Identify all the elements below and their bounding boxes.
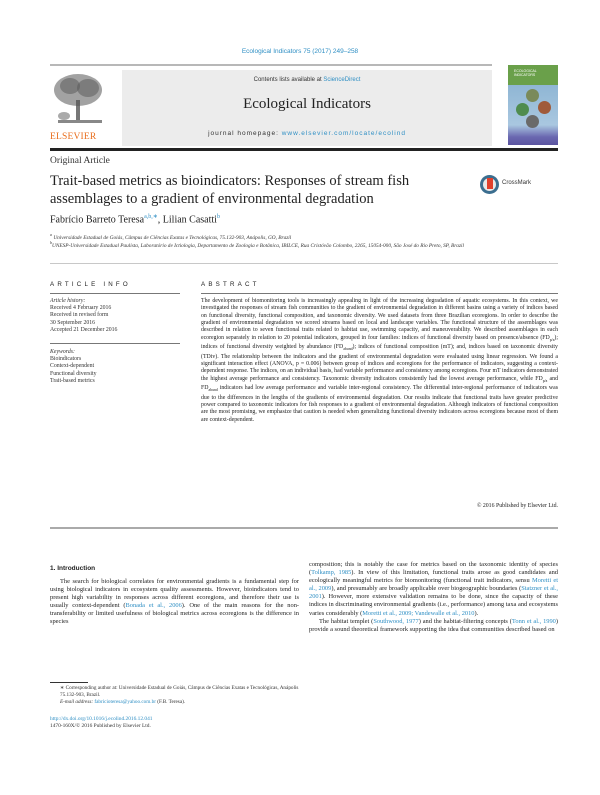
affiliation: bUNESP-Universidade Estadual Paulista, L… — [50, 239, 490, 250]
crossmark-icon — [480, 175, 499, 194]
homepage-link[interactable]: www.elsevier.com/locate/ecolind — [281, 130, 406, 137]
author-name: Lilian Casatti — [162, 214, 217, 226]
corresponding-author-note: ∗ Corresponding author at: Universidade … — [60, 685, 299, 698]
elsevier-tree-icon — [52, 72, 104, 126]
journal-title: Ecological Indicators — [243, 96, 371, 112]
history-item: Accepted 21 December 2016 — [50, 326, 118, 333]
author-affiliation-marks[interactable]: a,b,∗ — [144, 214, 158, 220]
contents-prefix: Contents lists available at — [253, 77, 324, 83]
abstract-text: The development of biomonitoring tools i… — [201, 298, 558, 423]
doi-block: http://dx.doi.org/10.1016/j.ecolind.2016… — [50, 716, 152, 730]
contents-line: Contents lists available at ScienceDirec… — [122, 77, 492, 83]
history-item: 30 September 2016 — [50, 319, 96, 326]
keywords-label: Keywords: — [50, 349, 75, 355]
keyword: Trait-based metrics — [50, 377, 95, 384]
right-column: composition; this is notably the case fo… — [309, 561, 558, 634]
article-title: Trait-based metrics as bioindicators: Re… — [50, 173, 410, 207]
reference-link[interactable]: Statzner et al., 2001 — [309, 585, 558, 601]
article-info-heading: ARTICLE INFO — [50, 281, 131, 288]
keyword: Functional diversity — [50, 370, 97, 377]
paragraph: The search for biological correlates for… — [50, 578, 300, 626]
affiliation-text: UNESP-Universidade Estadual Paulista, La… — [52, 242, 464, 249]
article-history: Article history: Received 4 February 201… — [50, 298, 190, 334]
history-label: Article history: — [50, 298, 86, 304]
footnote: ∗ Corresponding author at: Universidade … — [50, 685, 300, 705]
reference-link[interactable]: Moretti et al., 2009 — [309, 577, 558, 593]
journal-cover-image: ECOLOGICAL INDICATORS — [508, 65, 558, 145]
elsevier-wordmark: ELSEVIER — [50, 132, 97, 142]
abstract-heading: ABSTRACT — [201, 281, 260, 288]
crossmark-button[interactable]: CrossMark — [480, 175, 550, 197]
affiliation-mark: b — [50, 240, 52, 245]
section-divider — [50, 263, 558, 264]
reference-link[interactable]: Southwood, 1977 — [373, 617, 419, 625]
affiliation-text: Universidade Estadual de Goiás, Câmpus d… — [53, 234, 292, 241]
reference-link[interactable]: Tonn et al., 1990 — [511, 617, 556, 625]
cover-photo — [526, 89, 539, 102]
cover-photo — [516, 103, 529, 116]
history-item: Received in revised form — [50, 312, 109, 319]
author-separator: , — [157, 214, 163, 226]
abstract-bottom-divider — [50, 527, 558, 529]
elsevier-logo: ELSEVIER — [50, 72, 106, 144]
abstract-rule — [201, 293, 558, 294]
journal-banner: Contents lists available at ScienceDirec… — [122, 70, 492, 146]
keyword: Bioindicators — [50, 356, 82, 363]
keyword: Context-dependent — [50, 363, 95, 370]
author-affiliation-marks[interactable]: b — [216, 214, 220, 220]
article-type: Original Article — [50, 156, 110, 166]
crossmark-label: CrossMark — [502, 180, 532, 186]
history-item: Received 4 February 2016 — [50, 305, 112, 312]
paragraph: The habitat templet (Southwood, 1977) an… — [309, 617, 558, 633]
affiliation-mark: a — [50, 232, 52, 237]
introduction-heading: 1. Introduction — [50, 565, 96, 572]
reference-link[interactable]: Bonada et al., 2006 — [125, 602, 182, 610]
doi-link[interactable]: http://dx.doi.org/10.1016/j.ecolind.2016… — [50, 716, 153, 722]
homepage-line: journal homepage: www.elsevier.com/locat… — [122, 130, 492, 137]
email-link[interactable]: fabricioteresa@yahoo.com.br — [94, 698, 156, 705]
journal-citation[interactable]: Ecological Indicators 75 (2017) 249–258 — [241, 48, 359, 55]
reference-link[interactable]: Moretti et al., 2009; Vandewalle et al.,… — [362, 609, 475, 617]
header-thick-divider — [50, 148, 558, 151]
sciencedirect-link[interactable]: ScienceDirect — [323, 77, 361, 83]
header-divider — [50, 64, 492, 66]
keywords: Keywords: Bioindicators Context-dependen… — [50, 349, 190, 385]
homepage-prefix: journal homepage: — [208, 130, 282, 137]
affiliation: a Universidade Estadual de Goiás, Câmpus… — [50, 231, 550, 242]
paragraph: composition; this is notably the case fo… — [309, 561, 558, 617]
abstract-copyright: © 2016 Published by Elsevier Ltd. — [476, 503, 558, 509]
cover-photo — [526, 115, 539, 128]
cover-photo — [538, 101, 551, 114]
email-note: E-mail address: fabricioteresa@yahoo.com… — [60, 698, 186, 705]
footnote-rule — [50, 682, 88, 683]
left-column: The search for biological correlates for… — [50, 578, 299, 627]
keywords-rule — [50, 343, 180, 344]
cover-title: ECOLOGICAL INDICATORS — [514, 69, 537, 77]
author-name: Fabrício Barreto Teresa — [50, 214, 145, 226]
article-info-rule — [50, 293, 180, 294]
author-list: Fabrício Barreto Teresaa,b,∗, Lilian Cas… — [50, 213, 220, 225]
issn-line: 1470-160X/© 2016 Published by Elsevier L… — [50, 723, 151, 729]
reference-link[interactable]: Tolkamp, 1985 — [311, 569, 352, 577]
